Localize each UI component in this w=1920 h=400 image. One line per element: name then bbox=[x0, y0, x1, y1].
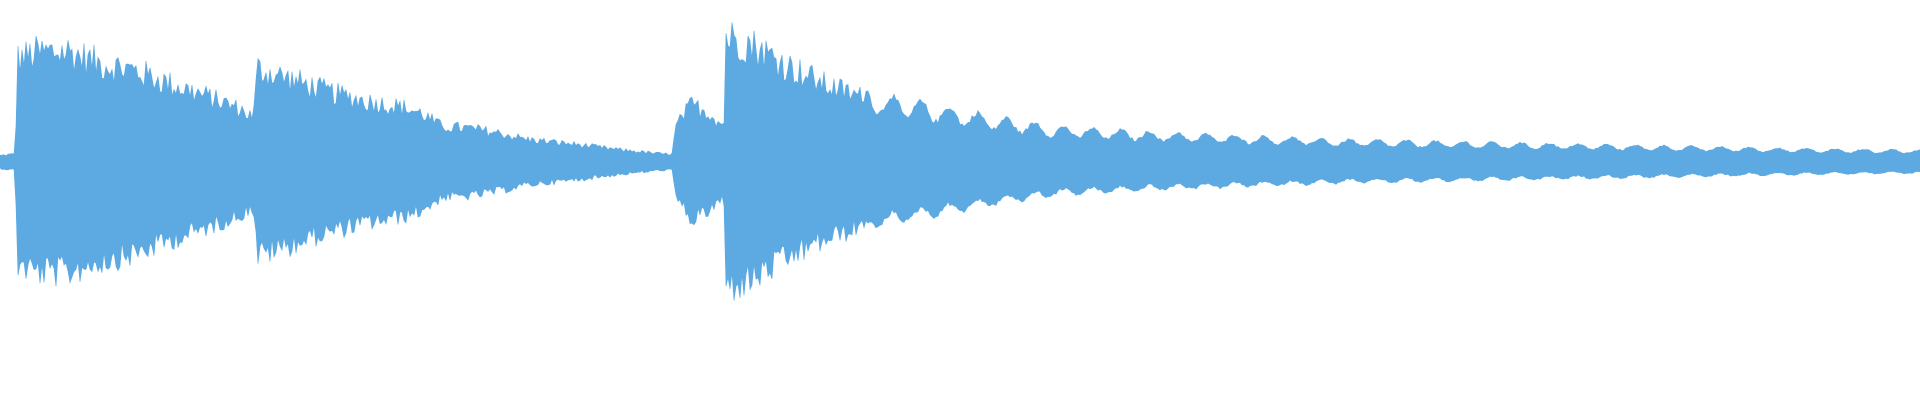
waveform-shape bbox=[0, 22, 1920, 301]
